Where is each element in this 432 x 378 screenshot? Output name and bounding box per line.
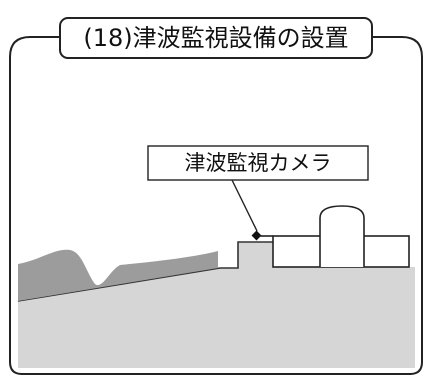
sea-wave	[18, 249, 218, 301]
ground-land	[18, 242, 415, 368]
camera-dot	[251, 230, 262, 241]
tank	[319, 205, 365, 267]
outer-frame	[9, 36, 423, 375]
ground-outline	[17, 241, 273, 302]
callout-label-tsunami-camera: 津波監視カメラ	[184, 151, 332, 175]
title-box	[59, 17, 373, 59]
diagram-title: (18)津波監視設備の設置	[83, 24, 349, 52]
callout-box	[147, 145, 369, 181]
callout-leader-line	[231, 179, 258, 232]
